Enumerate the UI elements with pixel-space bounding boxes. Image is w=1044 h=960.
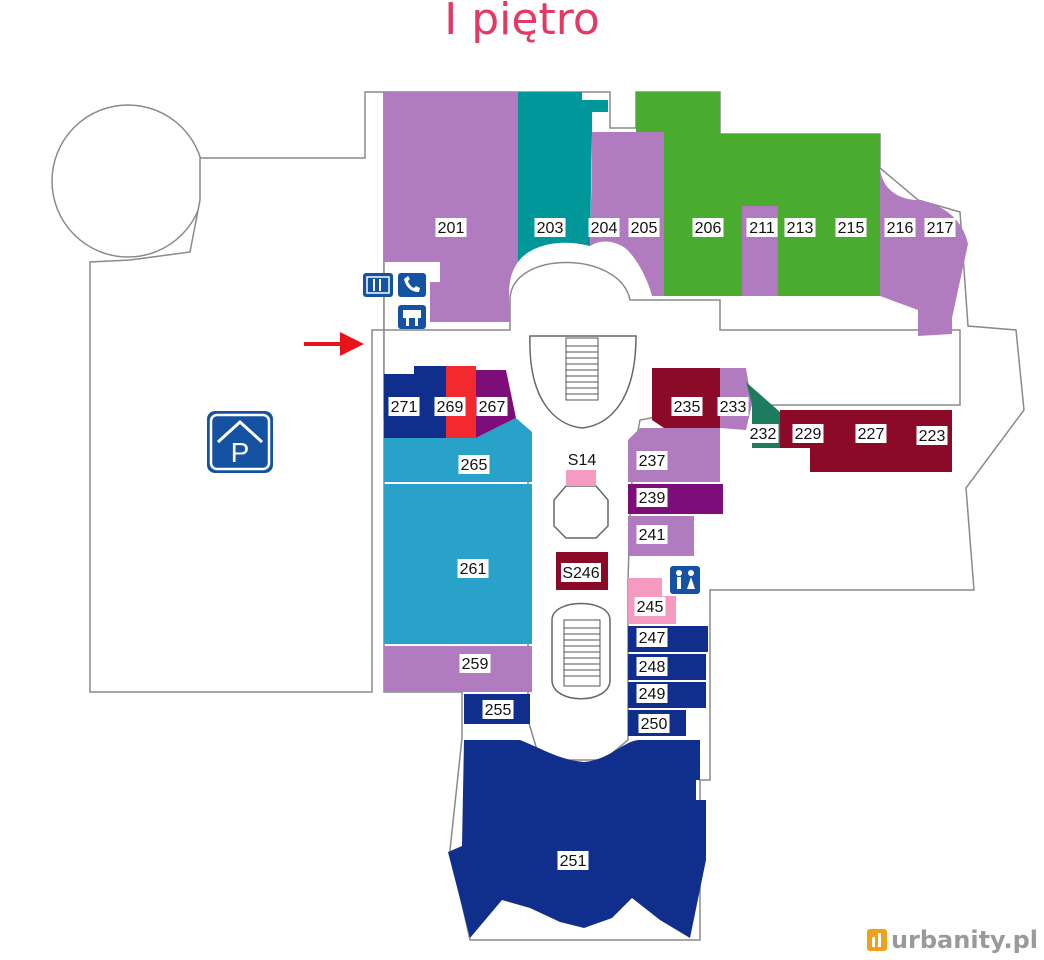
unit-label-bg xyxy=(458,455,490,474)
atm-icon xyxy=(363,273,393,297)
unit-label-269[interactable]: 269 xyxy=(437,399,464,416)
unit-label-216[interactable]: 216 xyxy=(887,220,914,237)
kiosk-octagon xyxy=(553,485,609,539)
unit-label-bg xyxy=(588,218,620,237)
unit-265-shape[interactable] xyxy=(384,418,532,482)
unit-label-213[interactable]: 213 xyxy=(787,220,814,237)
unit-205-shape[interactable] xyxy=(592,132,664,296)
unit-label-bg xyxy=(388,397,420,416)
unit-S14-shape[interactable] xyxy=(566,470,596,486)
unit-label-251[interactable]: 251 xyxy=(560,853,587,870)
unit-label-229[interactable]: 229 xyxy=(795,426,822,443)
unit-label-S14[interactable]: S14 xyxy=(568,452,597,469)
stairs-south xyxy=(563,619,601,687)
unit-label-bg xyxy=(476,397,508,416)
unit-206-shape[interactable] xyxy=(636,92,820,296)
parking-outline xyxy=(89,91,385,693)
unit-label-203[interactable]: 203 xyxy=(537,220,564,237)
unit-label-bg xyxy=(482,700,514,719)
unit-label-204[interactable]: 204 xyxy=(591,220,618,237)
unit-label-bg xyxy=(784,218,816,237)
unit-label-bg xyxy=(434,397,466,416)
ticket-machine-icon xyxy=(398,305,426,329)
unit-label-bg xyxy=(792,424,824,443)
unit-label-bg xyxy=(634,597,666,616)
unit-label-223[interactable]: 223 xyxy=(919,428,946,445)
unit-label-255[interactable]: 255 xyxy=(485,702,512,719)
unit-label-271[interactable]: 271 xyxy=(391,399,418,416)
unit-label-205[interactable]: 205 xyxy=(631,220,658,237)
watermark: urbanity.pl xyxy=(866,926,1038,954)
unit-label-206[interactable]: 206 xyxy=(695,220,722,237)
unit-label-S246[interactable]: S246 xyxy=(562,565,599,582)
unit-label-bg xyxy=(835,218,867,237)
unit-label-201[interactable]: 201 xyxy=(438,220,465,237)
watermark-text: urbanity.pl xyxy=(890,926,1038,954)
unit-label-bg xyxy=(457,559,489,578)
unit-label-227[interactable]: 227 xyxy=(858,426,885,443)
phone-icon xyxy=(398,273,426,297)
unit-label-250[interactable]: 250 xyxy=(641,716,668,733)
unit-label-bg xyxy=(636,488,668,507)
stairs-north xyxy=(565,337,599,401)
unit-label-bg xyxy=(561,563,601,582)
unit-label-bg xyxy=(636,525,668,544)
unit-label-bg xyxy=(628,218,660,237)
unit-259-shape[interactable] xyxy=(384,646,532,692)
unit-label-bg xyxy=(916,426,948,445)
unit-label-259[interactable]: 259 xyxy=(462,656,489,673)
unit-label-bg xyxy=(855,424,887,443)
parking-icon: P xyxy=(207,411,273,473)
unit-label-215[interactable]: 215 xyxy=(838,220,865,237)
unit-label-237[interactable]: 237 xyxy=(639,453,666,470)
unit-label-bg xyxy=(459,654,491,673)
unit-label-bg xyxy=(884,218,916,237)
unit-label-248[interactable]: 248 xyxy=(639,659,666,676)
unit-label-bg xyxy=(671,397,703,416)
urbanity-logo-icon xyxy=(866,929,887,951)
unit-251-shape[interactable] xyxy=(448,740,706,938)
unit-label-bg xyxy=(435,218,467,237)
entrance-arrow-icon xyxy=(304,332,364,356)
unit-label-261[interactable]: 261 xyxy=(460,561,487,578)
unit-label-249[interactable]: 249 xyxy=(639,686,666,703)
unit-label-233[interactable]: 233 xyxy=(720,399,747,416)
unit-label-247[interactable]: 247 xyxy=(639,630,666,647)
unit-label-bg xyxy=(557,851,589,870)
unit-label-235[interactable]: 235 xyxy=(674,399,701,416)
unit-label-bg xyxy=(636,628,668,647)
unit-201-shape[interactable] xyxy=(384,92,518,322)
unit-label-211[interactable]: 211 xyxy=(749,220,775,237)
unit-label-bg xyxy=(746,218,778,237)
unit-label-241[interactable]: 241 xyxy=(639,527,666,544)
unit-label-267[interactable]: 267 xyxy=(479,399,506,416)
unit-label-bg xyxy=(924,218,956,237)
unit-label-bg xyxy=(636,684,668,703)
unit-label-bg xyxy=(636,451,668,470)
unit-label-217[interactable]: 217 xyxy=(927,220,954,237)
unit-label-265[interactable]: 265 xyxy=(461,457,488,474)
unit-label-bg xyxy=(636,657,668,676)
map-title: I piętro xyxy=(444,0,600,45)
unit-label-bg xyxy=(566,450,598,469)
unit-label-bg xyxy=(638,714,670,733)
unit-label-bg xyxy=(692,218,724,237)
unit-label-239[interactable]: 239 xyxy=(639,490,666,507)
unit-label-bg xyxy=(534,218,566,237)
unit-215-shape[interactable] xyxy=(820,134,880,296)
unit-label-232[interactable]: 232 xyxy=(750,426,777,443)
unit-label-bg xyxy=(747,424,779,443)
restroom-icon xyxy=(670,566,700,594)
rotunda-outline xyxy=(51,104,205,258)
unit-label-245[interactable]: 245 xyxy=(637,599,664,616)
svg-text:P: P xyxy=(231,437,250,468)
unit-label-bg xyxy=(717,397,749,416)
